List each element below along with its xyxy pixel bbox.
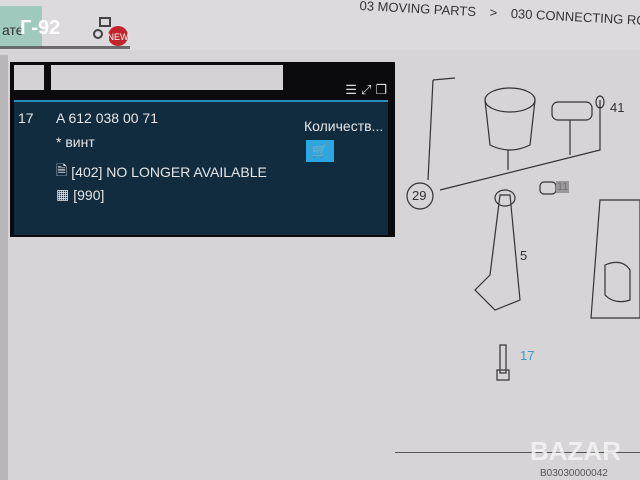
part-row[interactable]: 17 A 612 038 00 71 * винт 🗎 [402] NO LON… [14, 100, 388, 235]
panel-header: ☰ ⤢ ❐ [10, 62, 395, 100]
add-to-cart-button[interactable]: 🛒 [306, 140, 334, 162]
cart-icon: 🛒 [311, 143, 329, 158]
tab-underline [0, 46, 130, 49]
list-icon[interactable]: ☰ [345, 82, 357, 97]
position-number: 17 [18, 110, 34, 126]
tab-label: ате [2, 22, 24, 38]
copy-icon[interactable]: ❐ [375, 82, 387, 97]
callout-11[interactable]: 11 [556, 181, 570, 193]
part-description: * винт [56, 134, 95, 150]
watermark-logo: BAZAR [530, 436, 621, 466]
tab-left[interactable]: ате [0, 6, 42, 46]
callout-41[interactable]: 41 [610, 100, 625, 115]
listing-badge: Г-92 [20, 17, 61, 39]
breadcrumb-item[interactable]: 03 MOVING PARTS [359, 0, 477, 20]
header-field-wide[interactable] [51, 65, 283, 90]
part-number: A 612 038 00 71 [56, 110, 158, 126]
calendar-icon: ▦ [56, 186, 70, 202]
header-field-small[interactable] [14, 65, 44, 90]
left-strip [0, 55, 8, 480]
status-text: [402] NO LONGER AVAILABLE [71, 164, 267, 180]
availability-status: 🗎 [402] NO LONGER AVAILABLE [56, 160, 267, 184]
code-row: ▦ [990] [56, 186, 104, 203]
expand-icon[interactable]: ⤢ [360, 82, 372, 97]
part-info-panel: ☰ ⤢ ❐ 17 A 612 038 00 71 * винт 🗎 [402] … [10, 62, 395, 237]
top-bar: ате Г-92 NEW 03 MOVING PARTS > 030 CONNE… [0, 0, 640, 50]
code-text: [990] [73, 186, 105, 203]
callout-5[interactable]: 5 [520, 248, 528, 263]
new-parts-icon[interactable]: NEW [92, 16, 132, 46]
quantity-label: Количеств... [304, 118, 384, 134]
new-badge-text: NEW [108, 32, 130, 42]
diagram-code: B03030000042 [540, 468, 608, 479]
document-search-icon: 🗎 [56, 162, 68, 178]
footer-divider [395, 452, 640, 453]
breadcrumb: 03 MOVING PARTS > 030 CONNECTING ROD AND [359, 0, 640, 31]
callout-17[interactable]: 17 [520, 348, 535, 363]
callout-29[interactable]: 29 [412, 188, 427, 203]
breadcrumb-separator: > [489, 4, 498, 21]
breadcrumb-item[interactable]: 030 CONNECTING ROD AND [510, 5, 640, 30]
parts-diagram: 41 29 11 5 17 [400, 60, 640, 450]
diagram-drawing [406, 77, 640, 381]
